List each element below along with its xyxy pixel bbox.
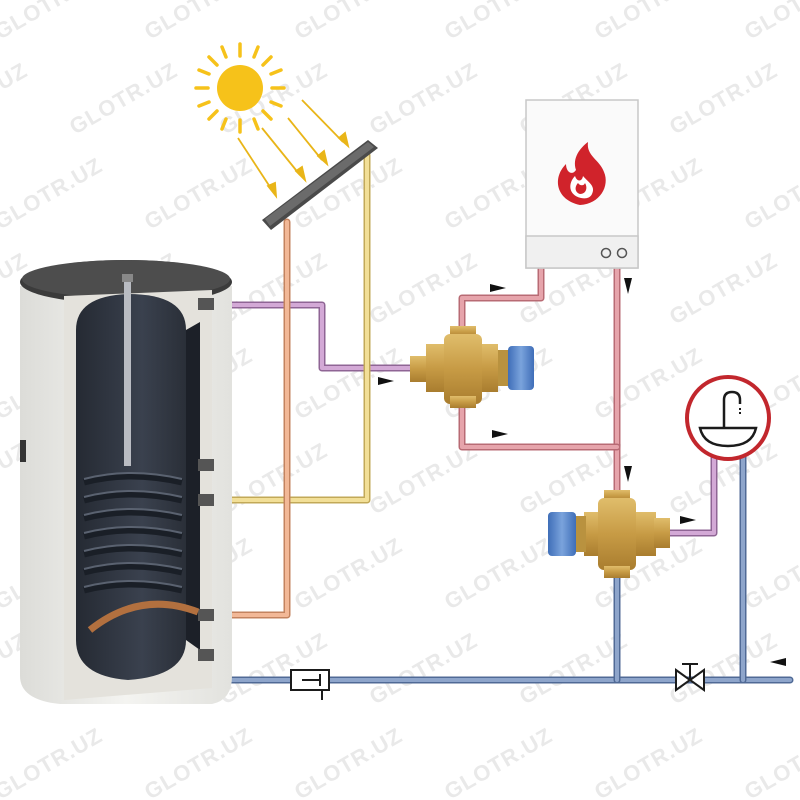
shutoff-valve-icon bbox=[675, 663, 705, 692]
watermark-text: GLOTR.UZ bbox=[0, 0, 107, 44]
watermark-text: GLOTR.UZ bbox=[740, 152, 800, 234]
watermark-text: GLOTR.UZ bbox=[665, 57, 782, 139]
flow-arrows bbox=[378, 278, 786, 666]
watermark-text: GLOTR.UZ bbox=[440, 0, 557, 44]
watermark-text: GLOTR.UZ bbox=[365, 627, 482, 709]
watermark-text: GLOTR.UZ bbox=[140, 0, 257, 44]
watermark-text: GLOTR.UZ bbox=[740, 532, 800, 614]
flow-arrow-icon bbox=[490, 284, 506, 292]
watermark-text: GLOTR.UZ bbox=[215, 627, 332, 709]
watermark-text: GLOTR.UZ bbox=[740, 0, 800, 44]
watermark-text: GLOTR.UZ bbox=[290, 342, 407, 424]
watermark-text: GLOTR.UZ bbox=[0, 152, 107, 234]
storage-tank-icon bbox=[20, 260, 232, 704]
valve-bypass-pipe bbox=[458, 401, 621, 451]
flow-arrow-icon bbox=[492, 430, 508, 438]
watermark-text: GLOTR.UZ bbox=[665, 627, 782, 709]
watermark-text: GLOTR.UZ bbox=[140, 152, 257, 234]
watermark-text: GLOTR.UZ bbox=[290, 722, 407, 800]
flow-arrow-icon bbox=[624, 278, 632, 294]
watermark-text: GLOTR.UZ bbox=[0, 722, 107, 800]
boiler-icon bbox=[525, 99, 639, 269]
watermark-text: GLOTR.UZ bbox=[290, 532, 407, 614]
thermostatic-mixing-valve-icon bbox=[410, 326, 534, 408]
watermark-text: GLOTR.UZ bbox=[740, 722, 800, 800]
flow-arrow-icon bbox=[680, 516, 696, 524]
watermark-text: GLOTR.UZ bbox=[0, 57, 32, 139]
check-valve-icon bbox=[290, 669, 330, 700]
watermark-text: GLOTR.UZ bbox=[665, 247, 782, 329]
heat-coil-icon bbox=[83, 472, 183, 594]
flow-arrow-icon bbox=[624, 466, 632, 482]
coil-outlet-icon bbox=[87, 600, 200, 633]
watermark-text: GLOTR.UZ bbox=[590, 0, 707, 44]
watermark-text: GLOTR.UZ bbox=[65, 57, 182, 139]
solar-panel-icon bbox=[262, 140, 378, 230]
watermark-text: GLOTR.UZ bbox=[215, 247, 332, 329]
flow-arrow-icon bbox=[770, 658, 786, 666]
watermark-text: GLOTR.UZ bbox=[290, 0, 407, 44]
watermark-text: GLOTR.UZ bbox=[215, 437, 332, 519]
watermark-text: GLOTR.UZ bbox=[590, 722, 707, 800]
thermostatic-mixing-valve-icon bbox=[548, 490, 670, 578]
watermark-text: GLOTR.UZ bbox=[440, 532, 557, 614]
sun-icon bbox=[194, 42, 350, 199]
watermark-text: GLOTR.UZ bbox=[365, 57, 482, 139]
sink-tap-icon bbox=[685, 375, 771, 461]
flow-arrow-icon bbox=[378, 377, 394, 385]
watermark-text: GLOTR.UZ bbox=[440, 722, 557, 800]
watermark-text: GLOTR.UZ bbox=[140, 722, 257, 800]
flame-icon bbox=[557, 142, 606, 205]
